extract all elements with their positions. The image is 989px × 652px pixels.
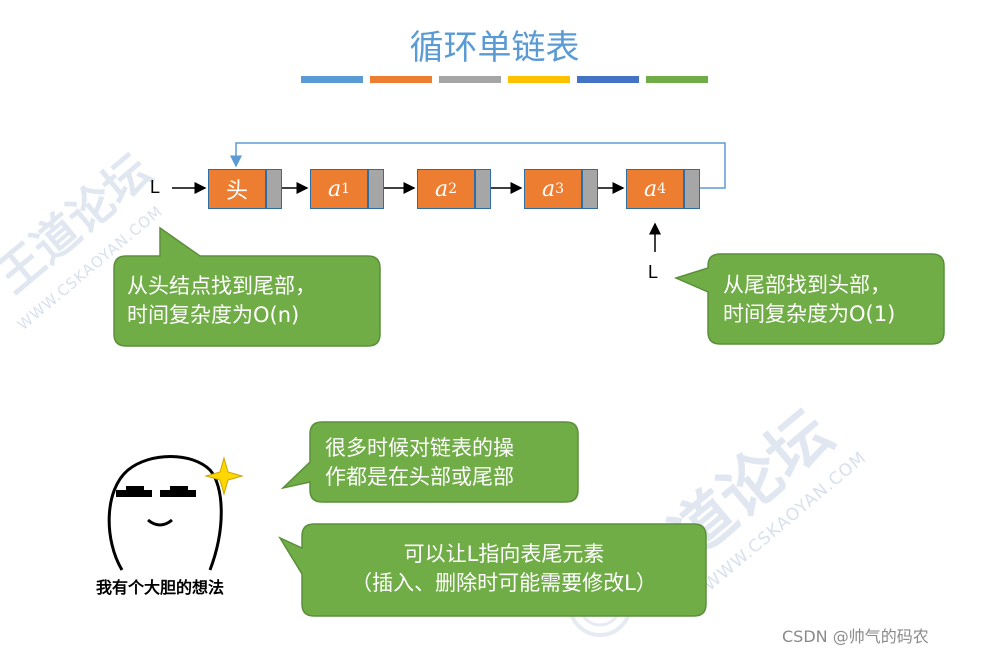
credit-text: CSDN @帅气的码农 — [782, 627, 929, 646]
node-label: 头 — [225, 179, 248, 204]
callout-line: 时间复杂度为O(1) — [723, 302, 896, 326]
title-color-bar — [301, 76, 363, 83]
callout-bottom-text: 可以让L指向表尾元素 （插入、删除时可能需要修改L） — [304, 540, 704, 598]
node-pointer-cell — [684, 169, 700, 209]
node-pointer-cell — [266, 169, 282, 209]
node-subscript: 4 — [657, 181, 667, 197]
node-label: a — [541, 176, 556, 202]
callout-line: 时间复杂度为O(n) — [127, 303, 300, 327]
node-pointer-cell — [582, 169, 598, 209]
callout-line: 从尾部找到头部， — [723, 273, 891, 297]
meme-face-icon — [107, 455, 244, 571]
meme-caption: 我有个大胆的想法 — [96, 578, 225, 597]
callout-middle-text: 很多时候对链表的操 作都是在头部或尾部 — [325, 434, 514, 492]
page-title: 循环单链表 — [409, 28, 580, 68]
callout-bottom-shape — [278, 523, 707, 617]
head-pointer-label: L — [150, 177, 161, 197]
callout-middle-shape — [280, 421, 579, 503]
title-color-bar — [370, 76, 432, 83]
callout-right-shape — [673, 253, 945, 345]
node-pointer-cell — [368, 169, 384, 209]
callout-line: 可以让L指向表尾元素 — [403, 542, 605, 566]
loop-back-arrow — [230, 142, 726, 189]
title-color-bar — [439, 76, 501, 83]
node-label: a — [327, 176, 342, 202]
node-data-cell: 头 — [208, 169, 266, 209]
tail-pointer-label: L — [648, 262, 659, 282]
title-color-bar — [646, 76, 708, 83]
node-subscript: 1 — [341, 181, 351, 197]
title-color-bar — [508, 76, 570, 83]
callout-line: 作都是在头部或尾部 — [325, 465, 514, 489]
callout-left-shape — [113, 226, 381, 347]
callout-right-text: 从尾部找到头部， 时间复杂度为O(1) — [723, 271, 895, 329]
callout-line: 从头结点找到尾部， — [127, 274, 316, 298]
node-pointer-cell — [475, 169, 491, 209]
node-subscript: 2 — [448, 181, 458, 197]
node-label: a — [434, 176, 449, 202]
callout-line: 很多时候对链表的操 — [325, 436, 514, 460]
node-subscript: 3 — [555, 181, 565, 197]
title-color-bar — [577, 76, 639, 83]
callout-line: （插入、删除时可能需要修改L） — [351, 571, 657, 595]
node-label: a — [643, 176, 658, 202]
callout-left-text: 从头结点找到尾部， 时间复杂度为O(n) — [127, 272, 316, 330]
